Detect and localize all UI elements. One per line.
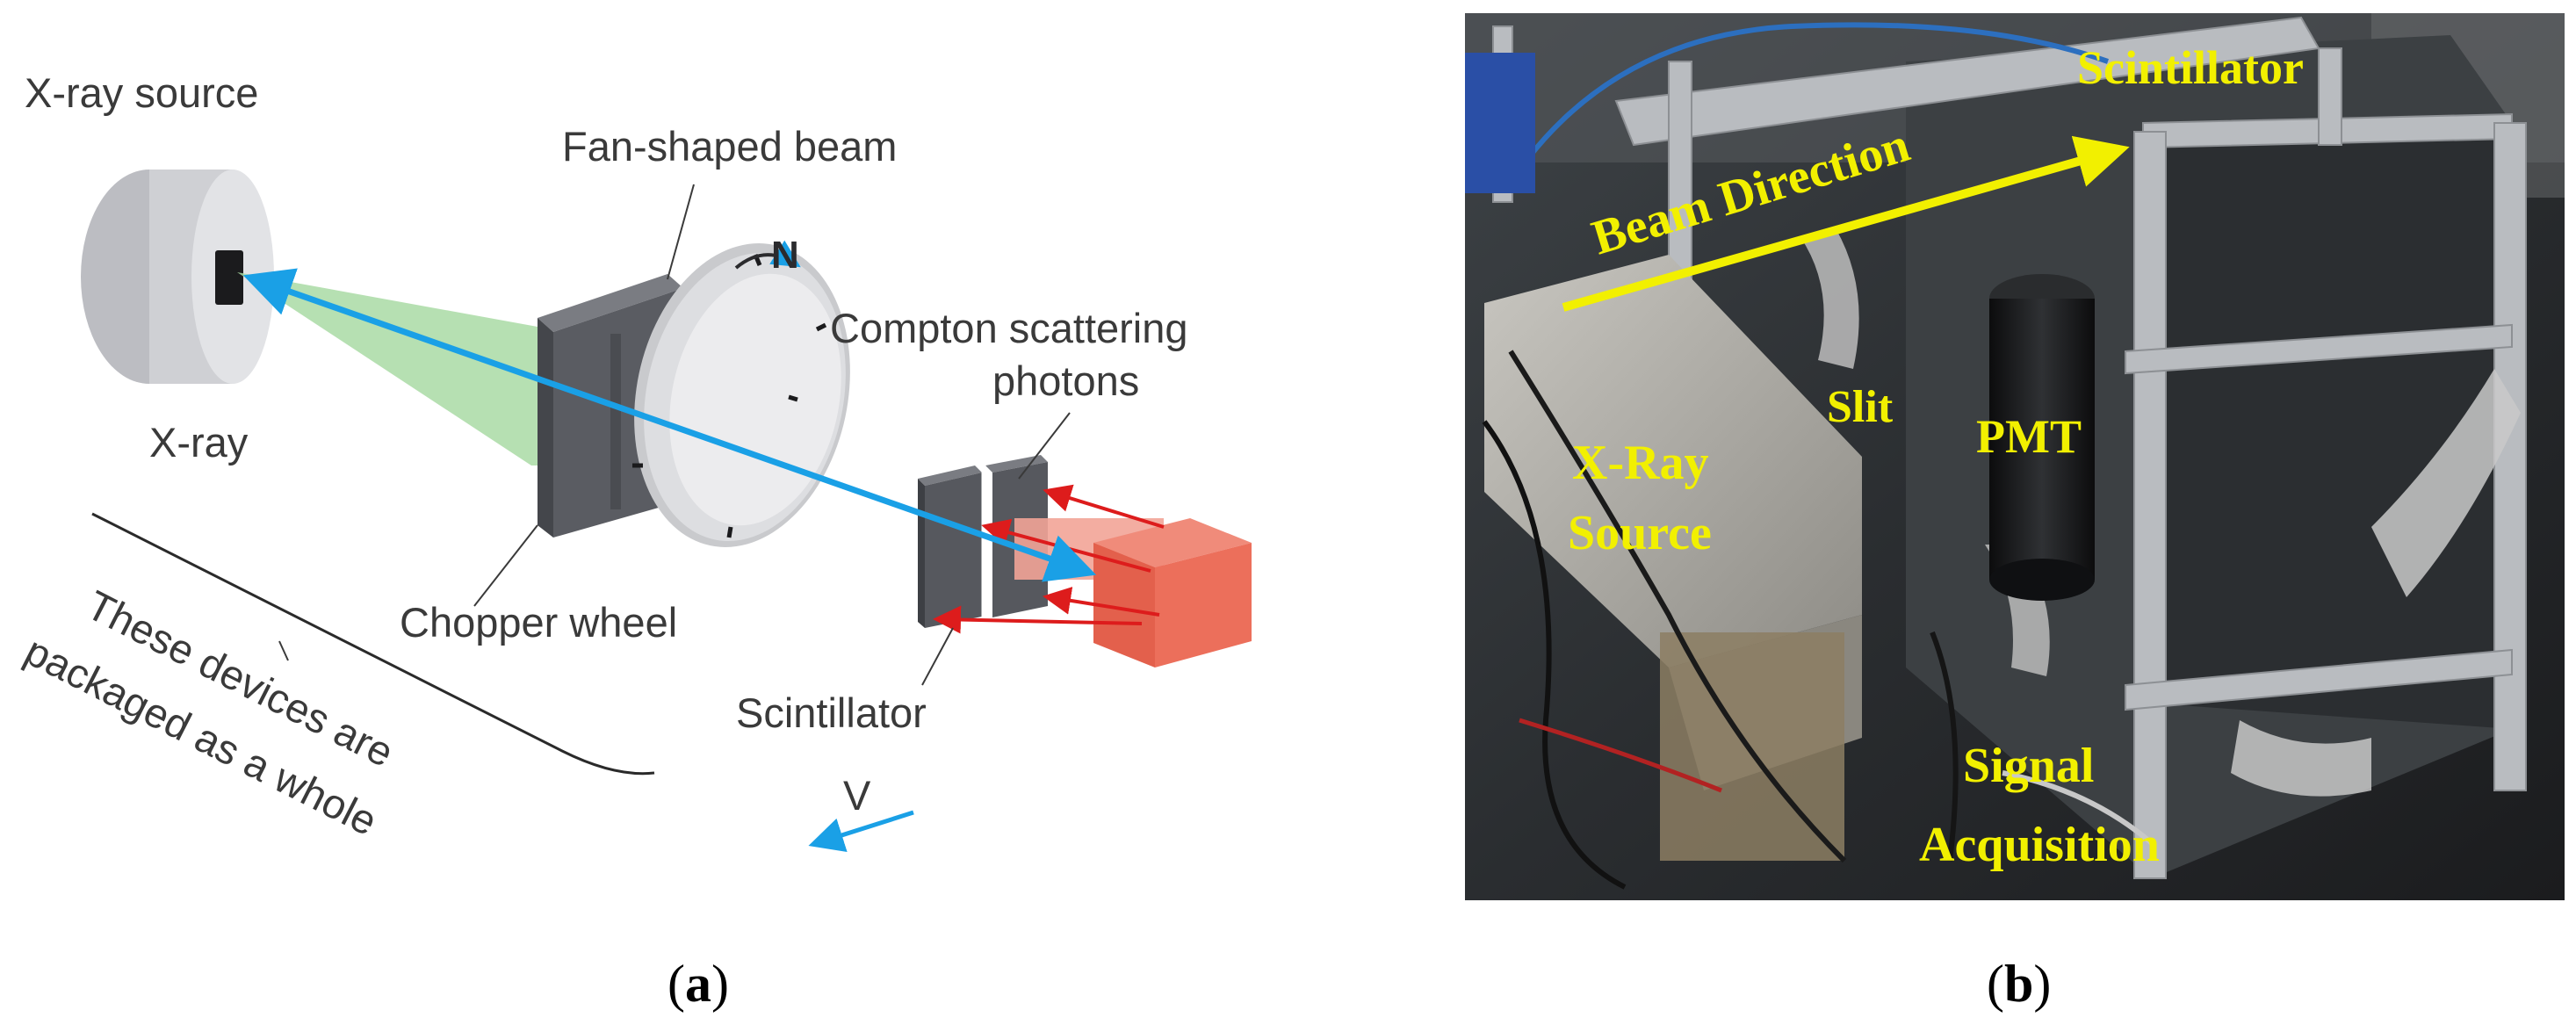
xray-beam-arrow <box>242 268 1097 582</box>
fan-shaped-beam <box>237 272 538 465</box>
label-xray-source-2: Source <box>1568 506 1712 560</box>
label-scintillator-a: Scintillator <box>736 689 927 736</box>
label-signal: Signal <box>1963 739 2094 793</box>
panel-b-photo: Scintillator Beam Direction Slit PMT X-R… <box>1465 13 2565 1013</box>
label-rotation: N <box>771 234 799 277</box>
xray-source-box <box>1484 255 1862 861</box>
label-slit: Slit <box>1827 382 1894 432</box>
label-chopper-wheel: Chopper wheel <box>400 599 677 646</box>
caption-b: (b) <box>1987 955 2051 1013</box>
foil-wrap <box>2371 369 2521 597</box>
scanned-object <box>1014 518 1252 668</box>
label-velocity: V <box>843 772 871 819</box>
chopper-wheel <box>632 243 850 547</box>
aluminium-frame <box>1492 16 2527 879</box>
pmt-tube <box>1989 274 2095 601</box>
package-bracket <box>91 512 655 776</box>
caption-a: (a) <box>667 955 729 1013</box>
label-xray-source-1: X-Ray <box>1572 436 1709 490</box>
panel-a-diagram: X-ray source Fan-shaped beam N Compton s… <box>18 69 1252 1013</box>
label-xray-source: X-ray source <box>25 69 258 116</box>
label-acquisition: Acquisition <box>1919 818 2160 872</box>
label-pmt: PMT <box>1976 410 2082 463</box>
leader-lines <box>278 184 1071 686</box>
label-scintillator-b: Scintillator <box>2077 41 2304 94</box>
label-compton-1: Compton scattering <box>830 305 1188 351</box>
rotation-arrow <box>734 240 801 270</box>
label-xray: X-ray <box>149 419 249 465</box>
velocity-arrow <box>808 810 914 852</box>
cables <box>1482 22 2154 890</box>
blue-device <box>1465 53 1535 193</box>
label-compton-2: photons <box>992 357 1139 404</box>
label-fan-beam: Fan-shaped beam <box>562 123 897 170</box>
beam-direction-arrow <box>1562 135 2130 312</box>
